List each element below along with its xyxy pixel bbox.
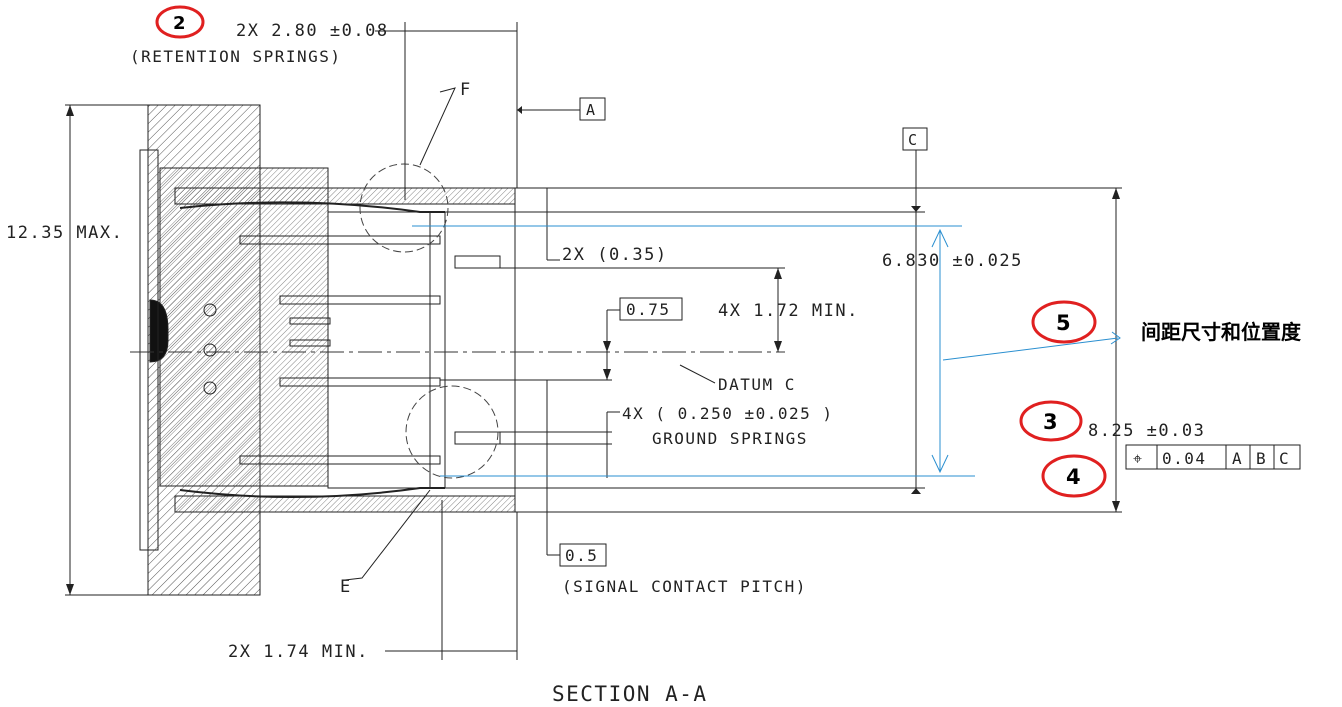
- callout-4: 4: [1041, 454, 1107, 498]
- detail-f-circle: [359, 163, 449, 253]
- min-174-dim: 2X 1.74 MIN.: [228, 642, 369, 662]
- svg-text:C: C: [908, 131, 919, 149]
- contact-length-dim: 4X 1.72 MIN.: [718, 301, 859, 321]
- callout-5: 5: [1031, 300, 1097, 344]
- svg-text:A: A: [586, 101, 597, 119]
- basic-dim-05-box: 0.5: [559, 543, 607, 567]
- tolerance-datum-1: A: [1232, 449, 1243, 468]
- arrow-heads: [66, 105, 1120, 595]
- svg-text:0.75: 0.75: [626, 300, 671, 319]
- blue-highlight: [412, 225, 1121, 477]
- datum-c-box: C: [902, 127, 928, 151]
- detail-f-label: F: [460, 80, 472, 100]
- ground-springs-dim: 4X ( 0.250 ±0.025 ): [622, 404, 834, 423]
- housing: [139, 104, 516, 596]
- width-dim: 8.25 ±0.03: [1088, 421, 1205, 441]
- retention-springs-label: (RETENTION SPRINGS): [130, 47, 342, 66]
- callout-2: 2: [155, 5, 205, 39]
- retention-springs-dim: 2X 2.80 ±0.08: [236, 21, 389, 41]
- section-title: SECTION A-A: [552, 682, 708, 706]
- datum-c-label: DATUM C: [718, 375, 796, 394]
- svg-text:0.5: 0.5: [565, 546, 598, 565]
- svg-text:3: 3: [1043, 410, 1058, 434]
- tolerance-datum-2: B: [1256, 449, 1267, 468]
- tolerance-value: 0.04: [1162, 449, 1207, 468]
- tolerance-datum-3: C: [1279, 449, 1290, 468]
- position-symbol-icon: ⌖: [1133, 449, 1144, 468]
- detail-e-circle: [405, 385, 499, 479]
- gap-dim: 2X (0.35): [562, 245, 668, 265]
- ground-springs-label: GROUND SPRINGS: [652, 429, 808, 448]
- contact-pins: [203, 235, 501, 465]
- overall-height-dim: 12.35 MAX.: [6, 223, 123, 243]
- detail-e-label: E: [340, 577, 352, 597]
- basic-dim-075-box: 0.75: [619, 297, 683, 321]
- annotation-text: 间距尺寸和位置度: [1141, 320, 1302, 344]
- svg-text:2: 2: [173, 13, 186, 34]
- datum-a-box: A: [579, 97, 606, 121]
- svg-text:4: 4: [1066, 465, 1081, 489]
- signal-pitch-label: (SIGNAL CONTACT PITCH): [562, 577, 807, 596]
- position-tolerance-frame: ⌖ 0.04 A B C: [1125, 444, 1301, 470]
- callout-3: 3: [1019, 400, 1083, 442]
- svg-text:5: 5: [1056, 311, 1071, 335]
- spacing-dim: 6.830 ±0.025: [882, 251, 1023, 271]
